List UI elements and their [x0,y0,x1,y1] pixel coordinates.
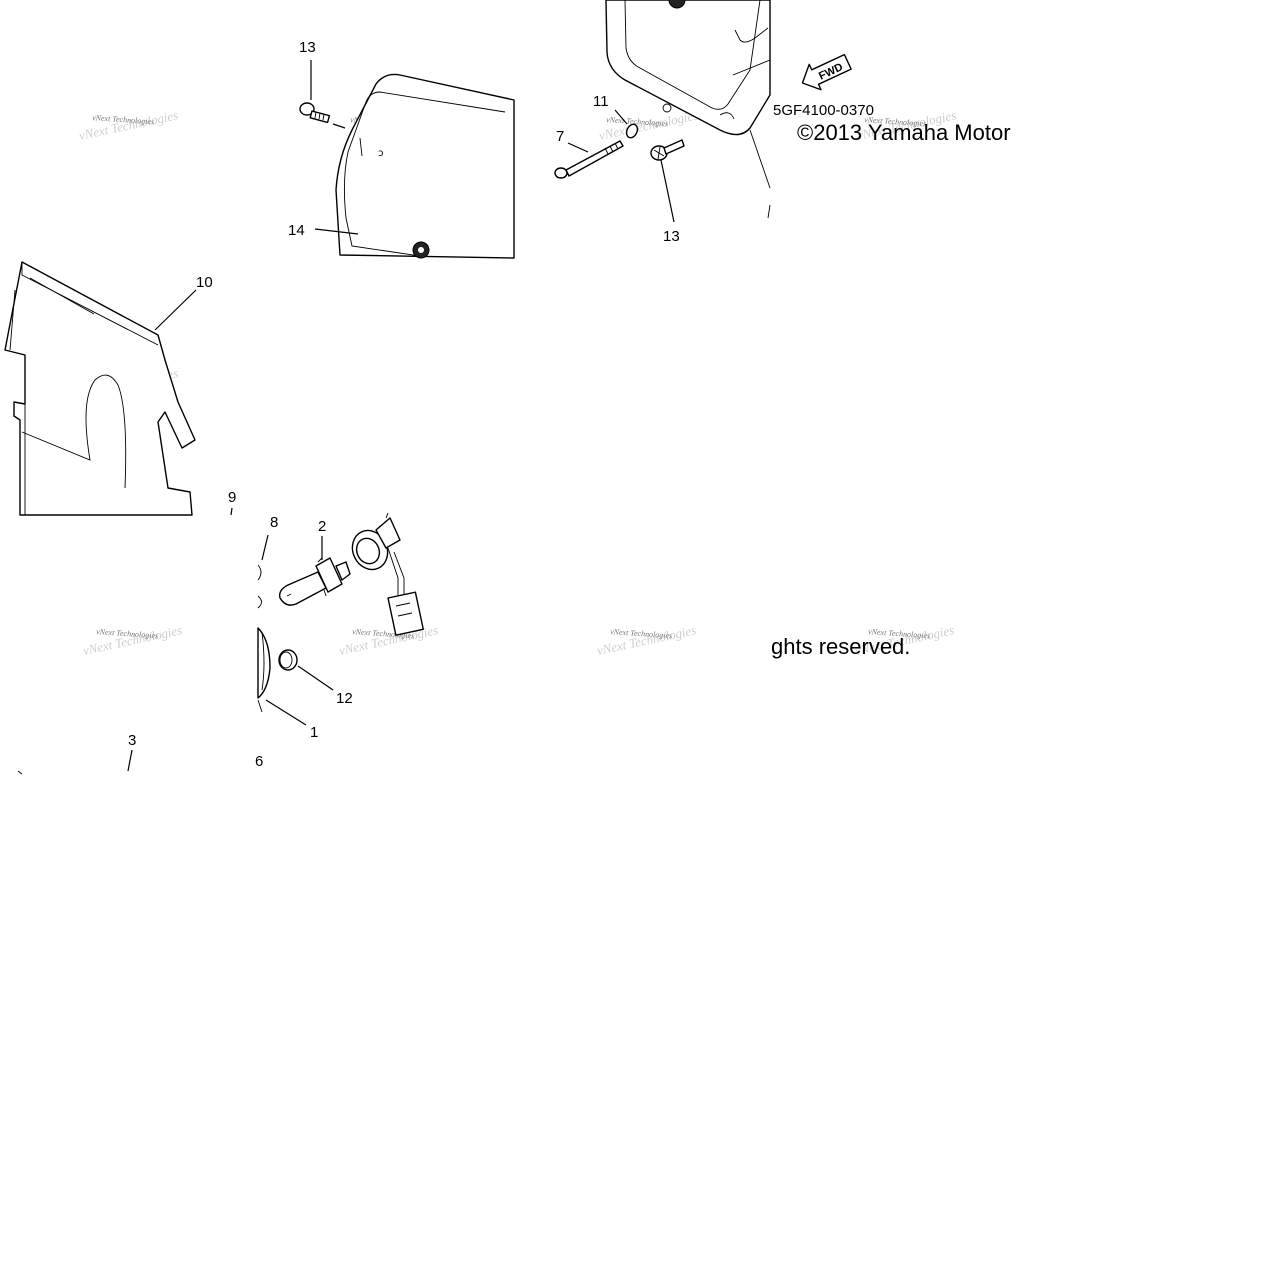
fwd-arrow-icon: FWD [801,53,852,91]
headlight-body-part [605,0,771,136]
watermark-text: vNext Technologies [92,113,155,126]
grommet-part [278,649,298,671]
watermark-text: vNext Technologies [96,627,159,640]
headlight-lens-tile: ɔ [299,60,515,259]
callout-1: 1 [310,724,318,741]
callout-9: 9 [228,489,236,506]
headlight-cover-part [4,261,196,516]
watermark-text: vNext Technologies [864,115,927,128]
watermark-text: vNext Technologies [868,627,931,640]
watermark-text: vNext Technologies [610,627,673,640]
callout-3: 3 [128,732,136,749]
callout-7: 7 [556,128,564,145]
rights-text: ghts reserved. [771,634,910,659]
screw-part [650,139,685,161]
callout-13-lower: 13 [663,228,680,245]
headlight-lens-part [335,73,515,259]
callout-14: 14 [288,222,305,239]
callout-10: 10 [196,274,213,291]
svg-text:ɔ: ɔ [378,148,384,159]
fwd-label: FWD [817,61,845,82]
bulb-part [278,557,351,606]
watermark-layer: vNext Technologies vNext Technologies vN… [78,107,958,658]
screw-part [299,102,331,124]
callout-13: 13 [299,39,316,56]
callout-layer: 13 14 11 7 13 10 9 8 2 12 1 3 6 [128,39,680,770]
copyright-text: ©2013 Yamaha Motor [797,120,1011,145]
callout-8: 8 [270,514,278,531]
callout-12: 12 [336,690,353,707]
headlight-cover-tile [4,261,233,516]
diagram-part-number: 5GF4100-0370 [773,102,874,119]
callout-11: 11 [593,93,609,110]
callout-6: 6 [255,753,263,770]
washer-part [625,123,639,139]
leader-tile [17,749,133,775]
bolt-part [554,140,624,179]
bulb-socket-tile [257,512,424,726]
callout-2: 2 [318,518,326,535]
yamaha-emblem-icon [668,0,686,9]
socket-part [351,512,424,636]
